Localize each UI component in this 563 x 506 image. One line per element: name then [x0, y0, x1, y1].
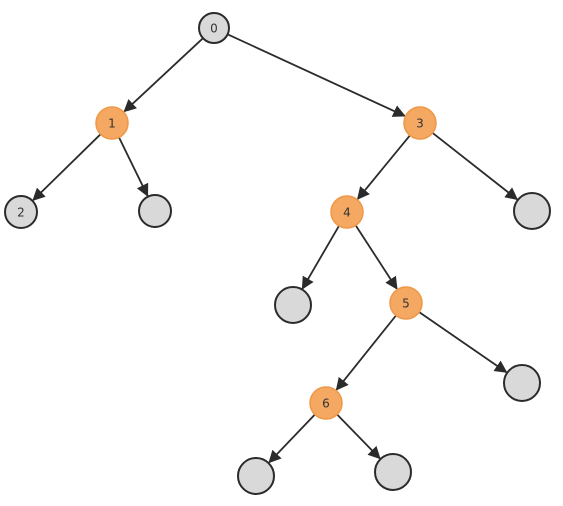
edge-n1-n1r	[118, 137, 149, 197]
node-label: 1	[108, 117, 116, 131]
node-label: 6	[322, 397, 330, 411]
node-label: 0	[210, 22, 218, 36]
node-circle	[374, 453, 412, 491]
node-label: 4	[343, 206, 351, 220]
tree-node-n4l	[274, 286, 312, 324]
edge-n5-n6	[335, 314, 397, 391]
node-circle	[138, 194, 172, 228]
node-circle	[274, 286, 312, 324]
edge-n3-n3r	[432, 132, 519, 201]
nodes-layer: 0 1 3 2 4 5 6	[4, 12, 551, 495]
edge-n6-n6l	[268, 413, 316, 464]
edge-n5-n5r	[418, 311, 508, 373]
node-circle	[4, 195, 38, 229]
tree-node-n6l	[237, 457, 275, 495]
edge-n0-n3	[227, 33, 406, 117]
node-label: 3	[416, 117, 424, 131]
edge-n4-n5	[354, 224, 398, 290]
edge-n0-n1	[123, 37, 204, 113]
node-circle	[389, 286, 423, 320]
tree-node-n3: 3	[403, 106, 437, 140]
edge-n4-n4l	[301, 225, 340, 290]
tree-node-n5: 5	[389, 286, 423, 320]
node-circle	[309, 386, 343, 420]
node-circle	[237, 457, 275, 495]
node-circle	[403, 106, 437, 140]
node-circle	[513, 192, 551, 230]
node-circle	[95, 106, 129, 140]
node-label: 2	[17, 206, 25, 220]
tree-node-n6r	[374, 453, 412, 491]
tree-node-n1: 1	[95, 106, 129, 140]
tree-node-n1r	[138, 194, 172, 228]
tree-node-n2: 2	[4, 195, 38, 229]
tree-node-n5r	[503, 364, 541, 402]
node-label: 5	[402, 297, 410, 311]
tree-node-n3r	[513, 192, 551, 230]
node-circle	[503, 364, 541, 402]
edge-n1-n2	[32, 133, 102, 201]
edges-layer	[32, 33, 519, 464]
node-circle	[198, 12, 230, 44]
edge-n6-n6r	[336, 413, 381, 460]
tree-node-n6: 6	[309, 386, 343, 420]
tree-node-n4: 4	[330, 195, 364, 229]
edge-n3-n4	[357, 134, 411, 200]
tree-node-n0: 0	[198, 12, 230, 44]
node-circle	[330, 195, 364, 229]
